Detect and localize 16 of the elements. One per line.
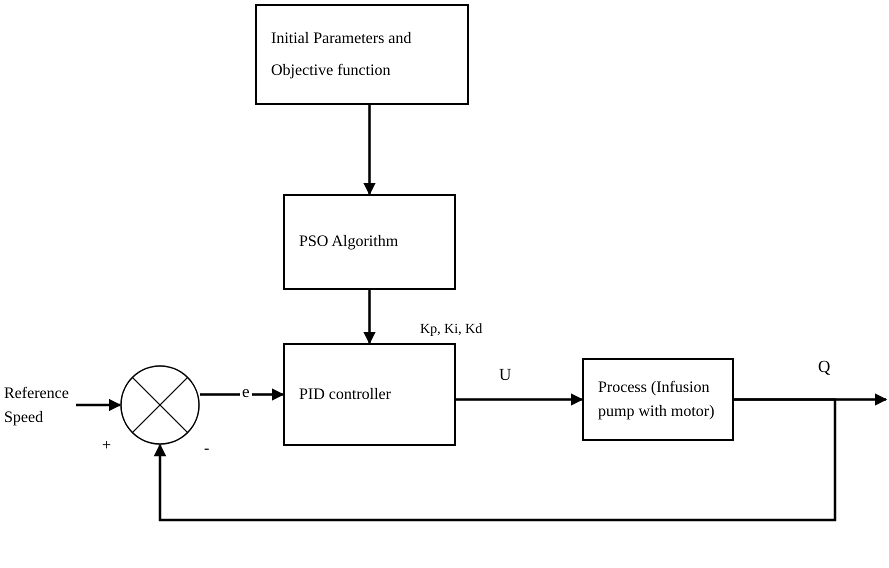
edge-label: Kp, Ki, Kd [418,322,484,338]
process-box: PSO Algorithm [283,194,456,290]
arrow [200,388,284,401]
sign-label: + [101,437,112,455]
arrow [456,393,584,406]
arrow [363,290,376,344]
input-label: Reference Speed [4,376,76,436]
edge-label: Q [816,358,832,377]
process-box: Initial Parameters and Objective function [255,4,469,105]
summing-junction [120,365,200,445]
process-box: Process (Infusion pump with motor) [582,358,734,441]
arrow [76,398,122,412]
arrow [154,398,836,522]
arrow [363,105,376,196]
sign-label: - [203,440,210,458]
process-box: PID controller [283,343,456,446]
